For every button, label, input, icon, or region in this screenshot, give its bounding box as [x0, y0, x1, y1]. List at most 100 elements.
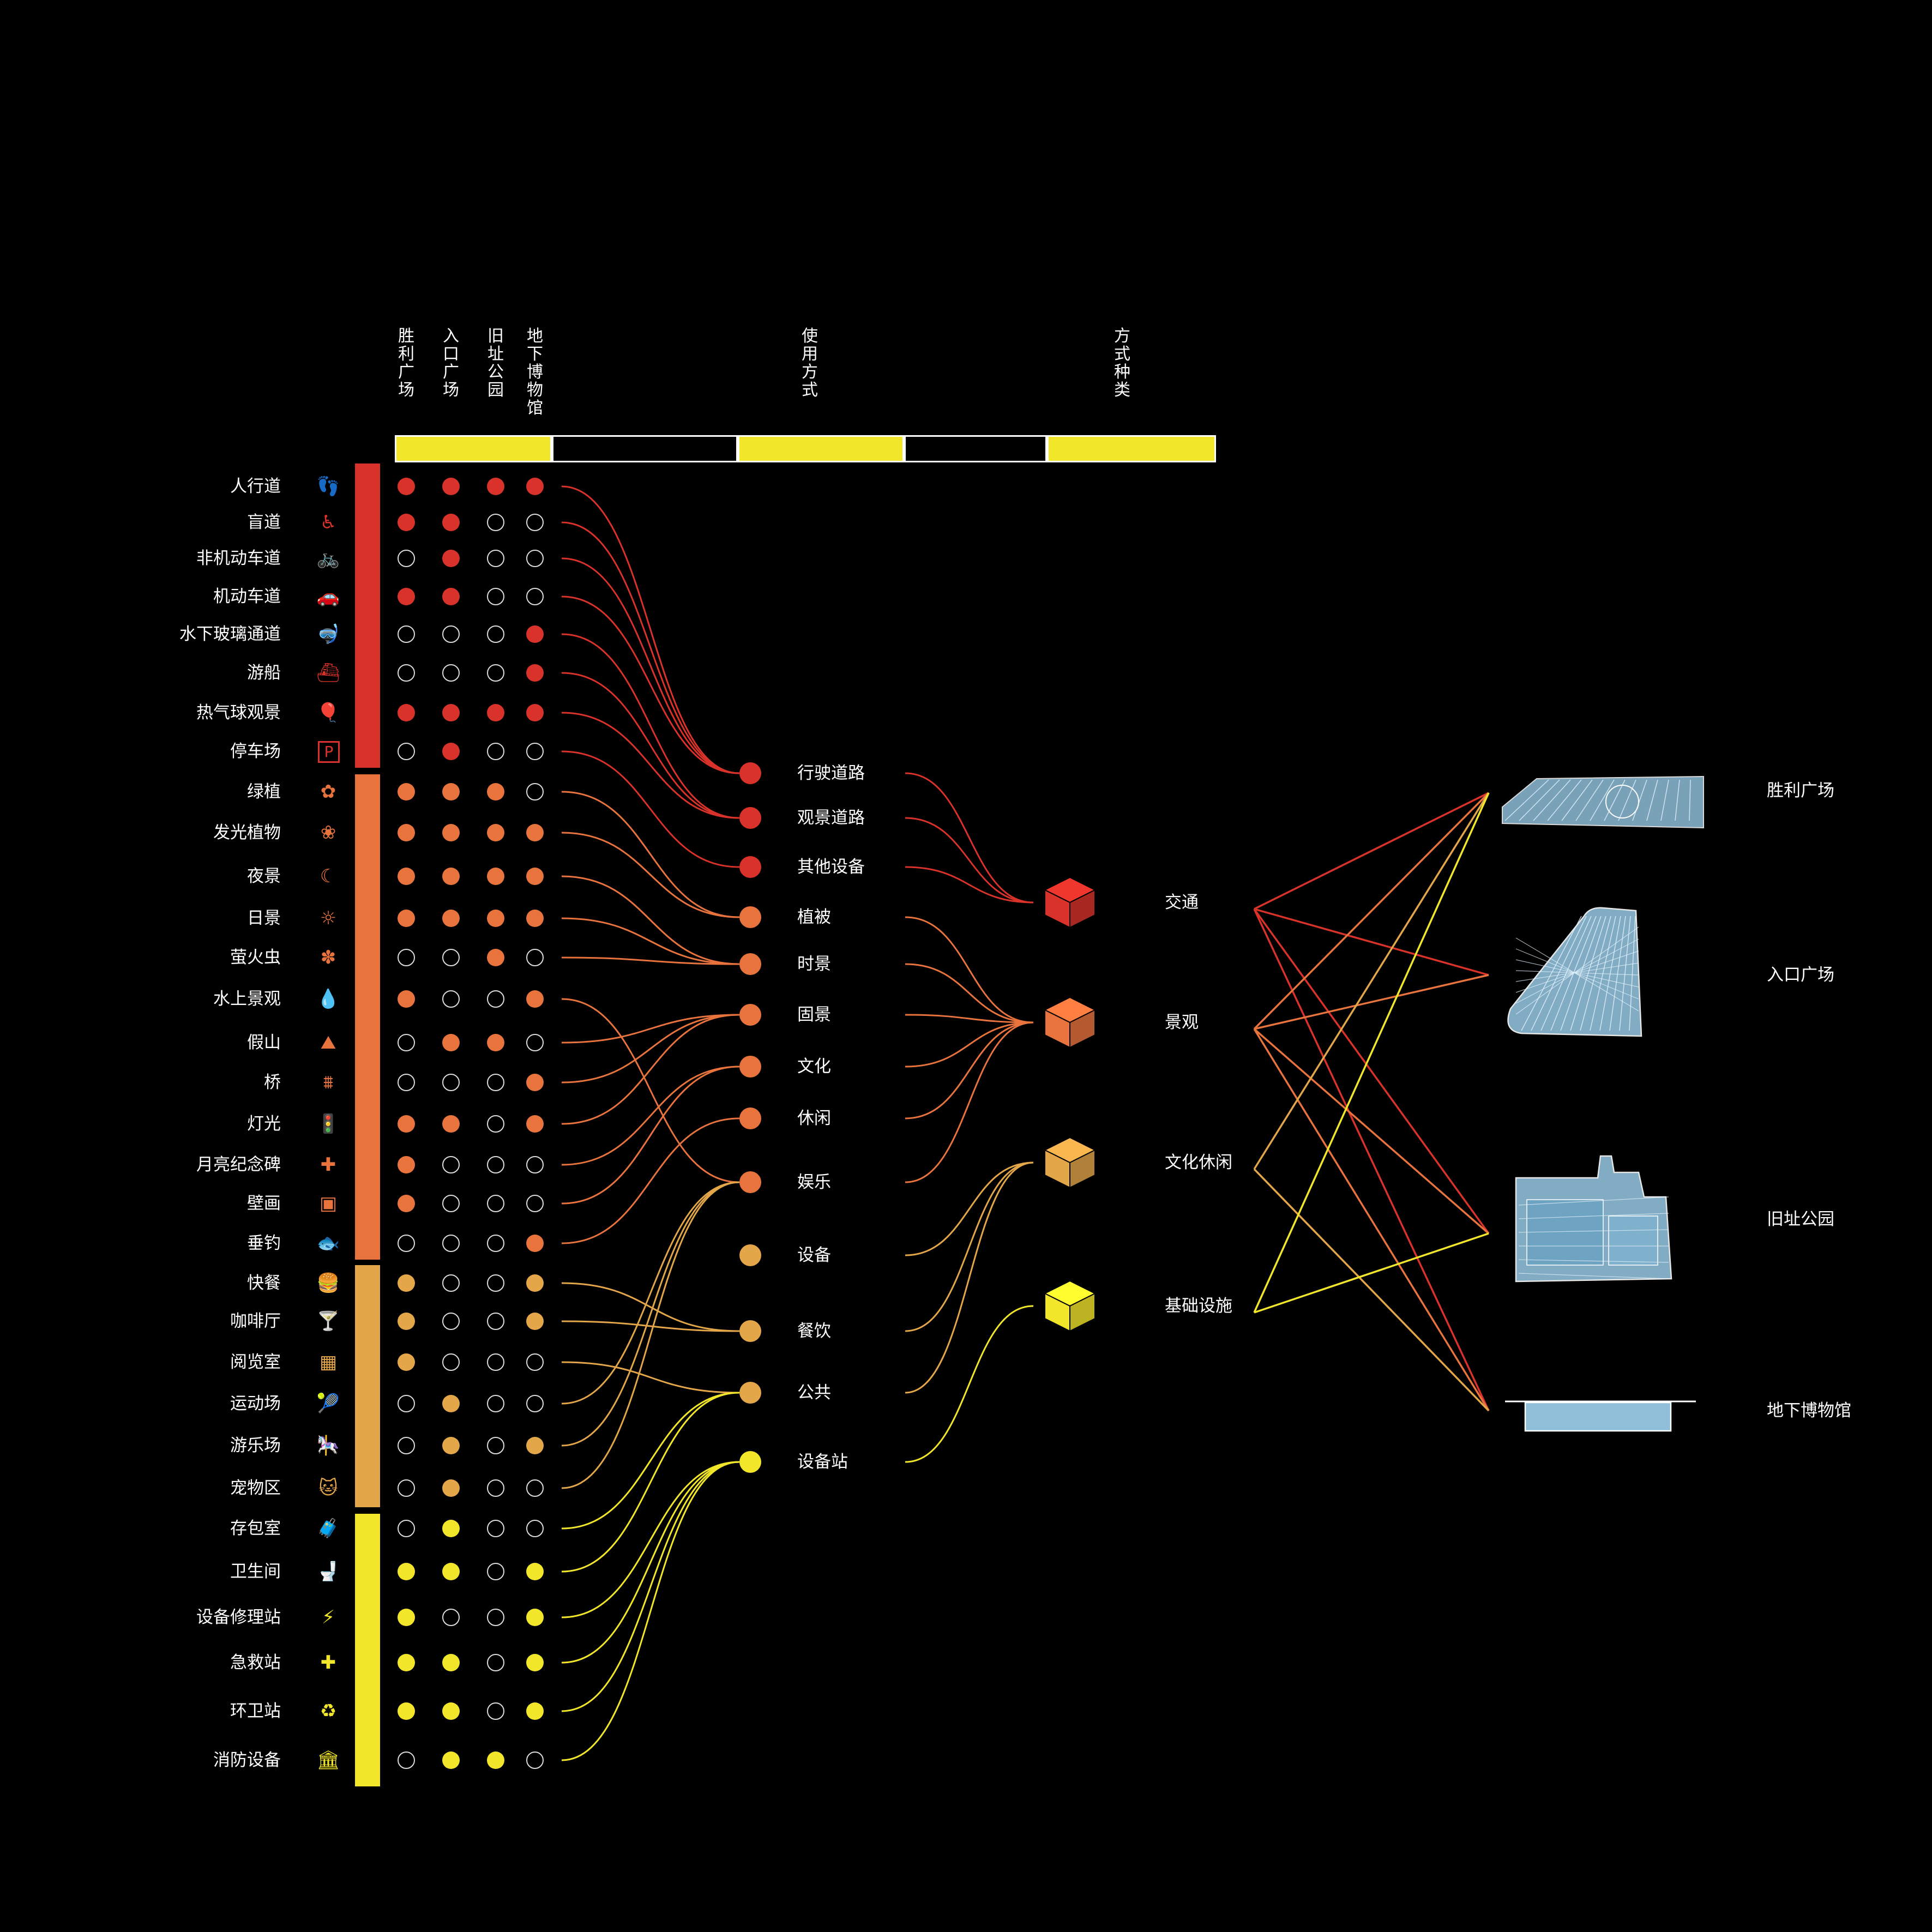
- matrix-dot[interactable]: [398, 1274, 415, 1292]
- matrix-dot[interactable]: [487, 1313, 504, 1330]
- matrix-dot[interactable]: [398, 588, 415, 605]
- matrix-dot[interactable]: [526, 664, 544, 682]
- matrix-dot[interactable]: [442, 1274, 460, 1292]
- matrix-dot[interactable]: [442, 1195, 460, 1212]
- matrix-dot[interactable]: [487, 783, 504, 801]
- matrix-dot[interactable]: [526, 588, 544, 605]
- matrix-dot[interactable]: [526, 478, 544, 495]
- matrix-dot[interactable]: [526, 1437, 544, 1454]
- matrix-dot[interactable]: [398, 664, 415, 682]
- matrix-dot[interactable]: [487, 1156, 504, 1173]
- matrix-dot[interactable]: [442, 1563, 460, 1580]
- matrix-dot[interactable]: [442, 1395, 460, 1412]
- matrix-dot[interactable]: [442, 1034, 460, 1051]
- matrix-dot[interactable]: [487, 1479, 504, 1497]
- matrix-dot[interactable]: [398, 1395, 415, 1412]
- matrix-dot[interactable]: [442, 664, 460, 682]
- matrix-dot[interactable]: [526, 1702, 544, 1720]
- matrix-dot[interactable]: [398, 1115, 415, 1133]
- matrix-dot[interactable]: [398, 949, 415, 966]
- matrix-dot[interactable]: [442, 824, 460, 841]
- matrix-dot[interactable]: [442, 1074, 460, 1091]
- matrix-dot[interactable]: [526, 1274, 544, 1292]
- matrix-dot[interactable]: [526, 743, 544, 760]
- matrix-dot[interactable]: [487, 1437, 504, 1454]
- matrix-dot[interactable]: [487, 1654, 504, 1671]
- usage-node-dot[interactable]: [739, 1056, 761, 1078]
- matrix-dot[interactable]: [487, 514, 504, 531]
- matrix-dot[interactable]: [398, 783, 415, 801]
- matrix-dot[interactable]: [526, 1074, 544, 1091]
- matrix-dot[interactable]: [442, 1353, 460, 1371]
- usage-node-dot[interactable]: [739, 1004, 761, 1026]
- matrix-dot[interactable]: [526, 868, 544, 885]
- matrix-dot[interactable]: [526, 783, 544, 801]
- matrix-dot[interactable]: [398, 824, 415, 841]
- matrix-dot[interactable]: [526, 824, 544, 841]
- usage-node-dot[interactable]: [739, 762, 761, 784]
- matrix-dot[interactable]: [442, 478, 460, 495]
- matrix-dot[interactable]: [526, 1654, 544, 1671]
- usage-node-dot[interactable]: [739, 1320, 761, 1342]
- matrix-dot[interactable]: [398, 704, 415, 721]
- usage-node-dot[interactable]: [739, 906, 761, 928]
- matrix-dot[interactable]: [442, 1437, 460, 1454]
- matrix-dot[interactable]: [398, 1074, 415, 1091]
- matrix-dot[interactable]: [526, 1313, 544, 1330]
- matrix-dot[interactable]: [487, 704, 504, 721]
- matrix-dot[interactable]: [398, 1235, 415, 1252]
- usage-node-dot[interactable]: [739, 1382, 761, 1404]
- matrix-dot[interactable]: [526, 1520, 544, 1537]
- matrix-dot[interactable]: [442, 514, 460, 531]
- matrix-dot[interactable]: [442, 1654, 460, 1671]
- matrix-dot[interactable]: [442, 550, 460, 567]
- matrix-dot[interactable]: [398, 1479, 415, 1497]
- matrix-dot[interactable]: [526, 1395, 544, 1412]
- matrix-dot[interactable]: [487, 550, 504, 567]
- matrix-dot[interactable]: [487, 1274, 504, 1292]
- matrix-dot[interactable]: [398, 1520, 415, 1537]
- matrix-dot[interactable]: [487, 1034, 504, 1051]
- matrix-dot[interactable]: [442, 868, 460, 885]
- matrix-dot[interactable]: [398, 550, 415, 567]
- matrix-dot[interactable]: [398, 1563, 415, 1580]
- matrix-dot[interactable]: [442, 1702, 460, 1720]
- matrix-dot[interactable]: [442, 743, 460, 760]
- matrix-dot[interactable]: [487, 1115, 504, 1133]
- matrix-dot[interactable]: [398, 478, 415, 495]
- matrix-dot[interactable]: [442, 783, 460, 801]
- matrix-dot[interactable]: [398, 514, 415, 531]
- matrix-dot[interactable]: [398, 990, 415, 1008]
- matrix-dot[interactable]: [487, 1609, 504, 1626]
- matrix-dot[interactable]: [526, 1156, 544, 1173]
- usage-node-dot[interactable]: [739, 1244, 761, 1266]
- matrix-dot[interactable]: [442, 1313, 460, 1330]
- matrix-dot[interactable]: [442, 910, 460, 927]
- matrix-dot[interactable]: [398, 1156, 415, 1173]
- matrix-dot[interactable]: [487, 949, 504, 966]
- matrix-dot[interactable]: [442, 1609, 460, 1626]
- matrix-dot[interactable]: [398, 1353, 415, 1371]
- matrix-dot[interactable]: [442, 1752, 460, 1769]
- matrix-dot[interactable]: [398, 1437, 415, 1454]
- matrix-dot[interactable]: [487, 910, 504, 927]
- matrix-dot[interactable]: [487, 1074, 504, 1091]
- matrix-dot[interactable]: [487, 1395, 504, 1412]
- matrix-dot[interactable]: [487, 1563, 504, 1580]
- matrix-dot[interactable]: [398, 868, 415, 885]
- matrix-dot[interactable]: [526, 1235, 544, 1252]
- matrix-dot[interactable]: [487, 664, 504, 682]
- matrix-dot[interactable]: [526, 704, 544, 721]
- matrix-dot[interactable]: [487, 478, 504, 495]
- matrix-dot[interactable]: [398, 1034, 415, 1051]
- usage-node-dot[interactable]: [739, 953, 761, 975]
- matrix-dot[interactable]: [487, 1702, 504, 1720]
- matrix-dot[interactable]: [487, 1235, 504, 1252]
- usage-node-dot[interactable]: [739, 1108, 761, 1129]
- matrix-dot[interactable]: [398, 1702, 415, 1720]
- matrix-dot[interactable]: [526, 514, 544, 531]
- matrix-dot[interactable]: [398, 1609, 415, 1626]
- matrix-dot[interactable]: [487, 1195, 504, 1212]
- matrix-dot[interactable]: [526, 1563, 544, 1580]
- matrix-dot[interactable]: [398, 1752, 415, 1769]
